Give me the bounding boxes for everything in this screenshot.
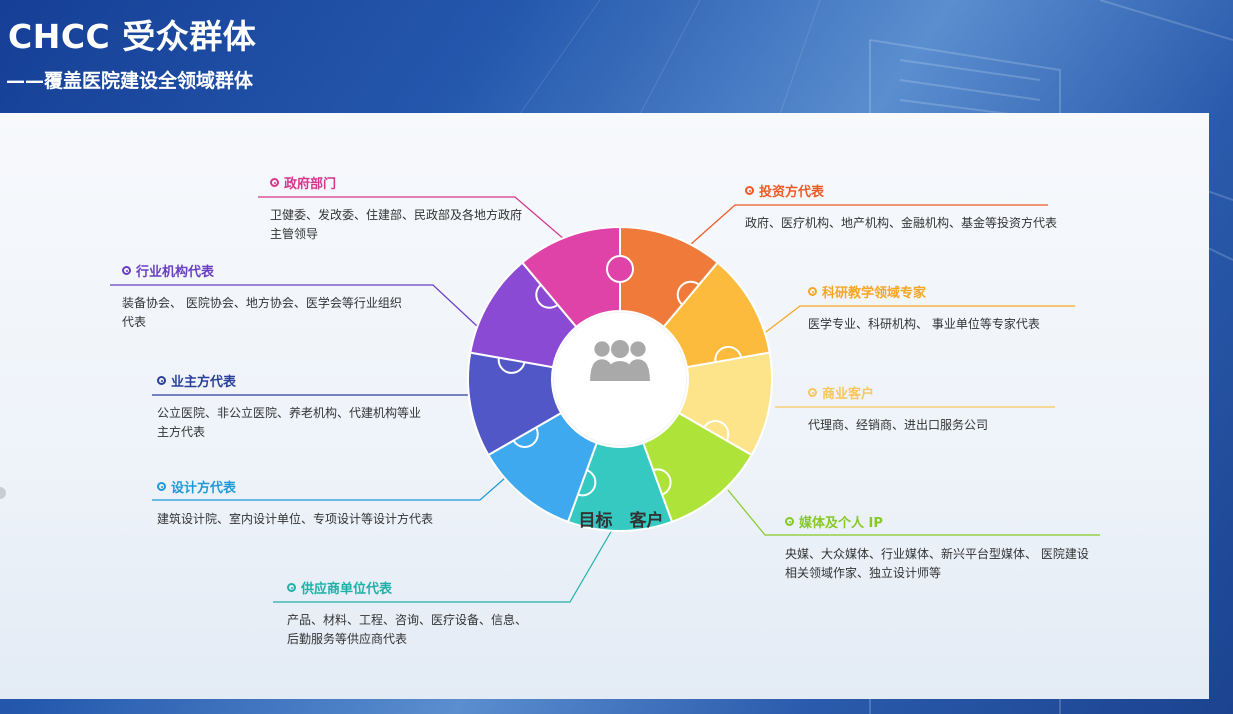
- audience-group-invest: 投资方代表政府、医疗机构、地产机构、金融机构、基金等投资方代表: [745, 181, 1057, 233]
- description-line: 主管领导: [270, 227, 319, 241]
- slide-edge-dot: [0, 487, 6, 499]
- description-line: 卫健委、发改委、住建部、民政部及各地方政府: [270, 208, 523, 222]
- group-title: 科研教学领域专家: [822, 286, 927, 301]
- description-line: 公立医院、非公立医院、养老机构、代建机构等业: [157, 406, 422, 420]
- description-line: 主方代表: [157, 425, 206, 439]
- group-title: 业主方代表: [171, 375, 237, 390]
- puzzle-piece: [520, 225, 621, 329]
- description-line: 代理商、经销商、进出口服务公司: [808, 418, 989, 432]
- description-line: 产品、材料、工程、咨询、医疗设备、信息、: [287, 613, 528, 627]
- group-heading: 供应商单位代表: [287, 578, 527, 597]
- group-title: 行业机构代表: [136, 265, 215, 280]
- group-heading: 科研教学领域专家: [808, 282, 1040, 301]
- group-description: 医学专业、科研机构、 事业单位等专家代表: [808, 315, 1040, 334]
- description-line: 代表: [122, 315, 147, 329]
- group-description: 代理商、经销商、进出口服务公司: [808, 416, 988, 435]
- target-bullet-icon: [808, 388, 817, 397]
- group-description: 卫健委、发改委、住建部、民政部及各地方政府主管领导: [270, 206, 522, 244]
- puzzle-wheel: [467, 225, 773, 532]
- connector-lines: [110, 196, 1100, 603]
- group-heading: 政府部门: [270, 173, 522, 192]
- connector-line-research: [761, 305, 1075, 336]
- connector-line-gov: [258, 196, 566, 241]
- group-heading: 设计方代表: [157, 477, 433, 496]
- connector-line-industry: [110, 284, 479, 328]
- connector-line-media: [727, 489, 1100, 536]
- connector-line-design: [152, 477, 506, 501]
- audience-group-owner: 业主方代表公立医院、非公立医院、养老机构、代建机构等业主方代表: [157, 371, 421, 442]
- group-description: 政府、医疗机构、地产机构、金融机构、基金等投资方代表: [745, 214, 1057, 233]
- audience-group-supplier: 供应商单位代表产品、材料、工程、咨询、医疗设备、信息、后勤服务等供应商代表: [287, 578, 527, 649]
- page-subtitle: ——覆盖医院建设全领域群体: [6, 70, 254, 92]
- people-group-icon: [590, 340, 650, 381]
- center-label: 目标 客户: [578, 511, 664, 531]
- audience-group-business: 商业客户代理商、经销商、进出口服务公司: [808, 383, 988, 435]
- audience-group-design: 设计方代表建筑设计院、室内设计单位、专项设计等设计方代表: [157, 477, 433, 529]
- puzzle-knob: [606, 255, 634, 283]
- group-heading: 商业客户: [808, 383, 988, 402]
- target-bullet-icon: [785, 517, 794, 526]
- group-title: 媒体及个人 IP: [799, 516, 883, 531]
- audience-group-industry: 行业机构代表装备协会、 医院协会、地方协会、医学会等行业组织代表: [122, 261, 402, 332]
- description-line: 政府、医疗机构、地产机构、金融机构、基金等投资方代表: [745, 216, 1058, 230]
- group-title: 政府部门: [284, 177, 337, 192]
- group-description: 建筑设计院、室内设计单位、专项设计等设计方代表: [157, 510, 433, 529]
- page-title: CHCC 受众群体: [8, 17, 257, 56]
- description-line: 相关领域作家、独立设计师等: [785, 566, 942, 580]
- description-line: 建筑设计院、室内设计单位、专项设计等设计方代表: [157, 512, 434, 526]
- description-line: 装备协会、 医院协会、地方协会、医学会等行业组织: [122, 296, 402, 310]
- description-line: 后勤服务等供应商代表: [287, 632, 408, 646]
- group-heading: 业主方代表: [157, 371, 421, 390]
- group-title: 设计方代表: [171, 481, 237, 496]
- target-bullet-icon: [287, 583, 296, 592]
- target-bullet-icon: [745, 186, 754, 195]
- description-line: 医学专业、科研机构、 事业单位等专家代表: [808, 317, 1040, 331]
- target-bullet-icon: [122, 266, 131, 275]
- group-description: 产品、材料、工程、咨询、医疗设备、信息、后勤服务等供应商代表: [287, 611, 527, 649]
- group-title: 商业客户: [822, 387, 875, 402]
- target-bullet-icon: [270, 178, 279, 187]
- audience-group-gov: 政府部门卫健委、发改委、住建部、民政部及各地方政府主管领导: [270, 173, 522, 244]
- connector-line-supplier: [273, 529, 613, 603]
- connector-line-invest: [689, 204, 1048, 246]
- target-bullet-icon: [808, 287, 817, 296]
- group-title: 投资方代表: [759, 185, 825, 200]
- audience-group-media: 媒体及个人 IP 央媒、大众媒体、行业媒体、新兴平台型媒体、 医院建设相关领域作家…: [785, 512, 1089, 583]
- group-heading: 投资方代表: [745, 181, 1057, 200]
- content-panel: 目标 客户: [0, 113, 1209, 699]
- group-description: 央媒、大众媒体、行业媒体、新兴平台型媒体、 医院建设相关领域作家、独立设计师等: [785, 545, 1089, 583]
- audience-group-research: 科研教学领域专家医学专业、科研机构、 事业单位等专家代表: [808, 282, 1040, 334]
- target-bullet-icon: [157, 376, 166, 385]
- target-bullet-icon: [157, 482, 166, 491]
- group-heading: 媒体及个人 IP: [785, 512, 1089, 531]
- description-line: 央媒、大众媒体、行业媒体、新兴平台型媒体、 医院建设: [785, 547, 1089, 561]
- group-description: 公立医院、非公立医院、养老机构、代建机构等业主方代表: [157, 404, 421, 442]
- group-heading: 行业机构代表: [122, 261, 402, 280]
- group-description: 装备协会、 医院协会、地方协会、医学会等行业组织代表: [122, 294, 402, 332]
- group-title: 供应商单位代表: [301, 582, 393, 597]
